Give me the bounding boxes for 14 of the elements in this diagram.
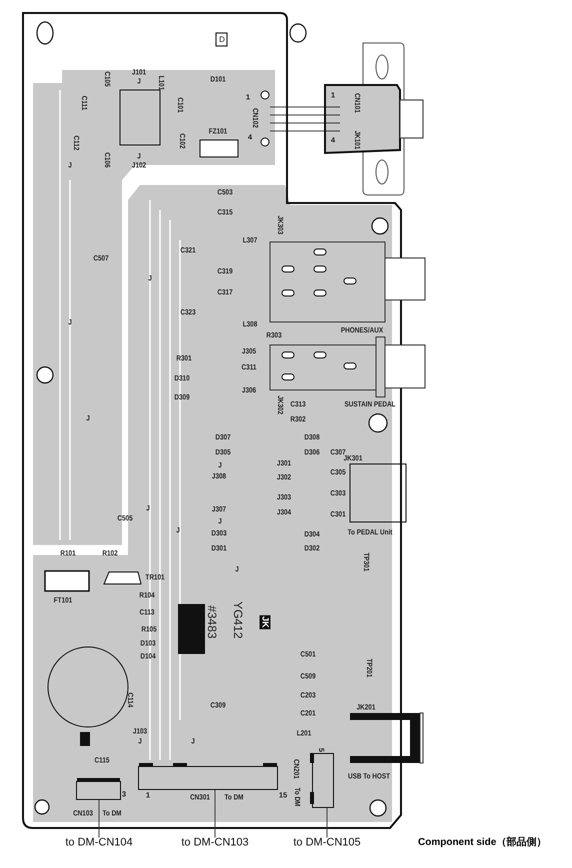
chip-marking: YG412 — [232, 601, 244, 639]
chip-marking: JK — [260, 615, 270, 629]
connection-note: to DM-CN104 — [65, 838, 133, 848]
connector-outline — [138, 766, 278, 790]
connection-note: to DM-CN103 — [181, 838, 249, 848]
leader-line — [98, 800, 100, 838]
connector-outline — [76, 781, 121, 800]
leader-line — [214, 790, 216, 838]
leader-line — [326, 808, 328, 838]
orientation-mark: D — [219, 36, 225, 44]
chip-marking: #3483 — [206, 605, 218, 639]
connection-note: to DM-CN105 — [293, 838, 361, 848]
connector-outline — [312, 753, 334, 808]
caption: Component side（部品側） — [418, 838, 546, 848]
